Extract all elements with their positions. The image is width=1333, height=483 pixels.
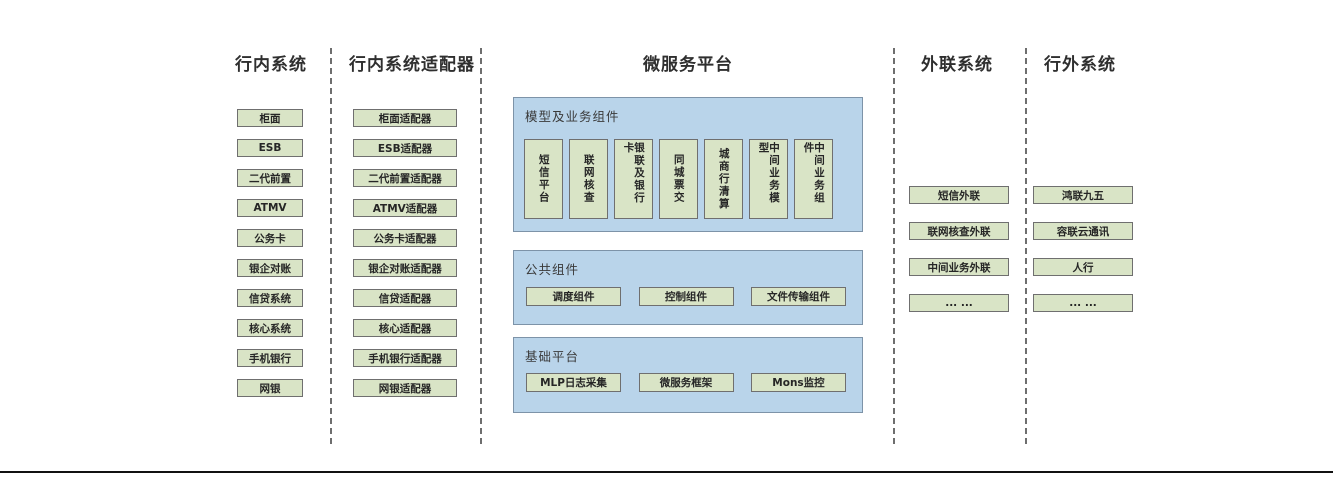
internal-system-box: 公务卡	[237, 229, 303, 247]
common-components-row: 调度组件控制组件文件传输组件	[526, 287, 846, 306]
internal-system-box: ESB	[237, 139, 303, 157]
column-divider-2	[480, 48, 482, 444]
column-header-external-link-systems: 外联系统	[921, 55, 993, 75]
base-platform-box: 微服务框架	[638, 373, 734, 392]
panel-label: 公共组件	[525, 262, 580, 277]
panel-common-components: 公共组件 调度组件控制组件文件传输组件	[513, 250, 863, 325]
adapter-box: 手机银行适配器	[353, 349, 457, 367]
outside-system-box: 人行	[1033, 258, 1133, 276]
internal-system-box: 银企对账	[237, 259, 303, 277]
internal-system-box: 二代前置	[237, 169, 303, 187]
outside-system-box: 鸿联九五	[1033, 186, 1133, 204]
external-link-box: 中间业务外联	[909, 258, 1009, 276]
panel-label: 模型及业务组件	[525, 109, 620, 124]
internal-system-box: 柜面	[237, 109, 303, 127]
outside-system-box: ... ...	[1033, 294, 1133, 312]
outside-systems-list: 鸿联九五容联云通讯人行 ... ...	[1033, 186, 1133, 330]
column-divider-3	[893, 48, 895, 444]
model-component-box: 短信平台	[524, 139, 563, 219]
external-link-box: 短信外联	[909, 186, 1009, 204]
adapter-box: 银企对账适配器	[353, 259, 457, 277]
model-component-box: 同城票交	[659, 139, 698, 219]
model-component-box: 中间业务组件	[794, 139, 833, 219]
adapter-box: 信贷适配器	[353, 289, 457, 307]
base-platform-row: MLP日志采集微服务框架 Mons监控	[526, 373, 846, 392]
common-component-box: 文件传输组件	[751, 287, 846, 306]
model-components-row: 短信平台联网核查银联及银行卡同城票交城商行清算中间业务模型中间业务组件	[524, 139, 839, 219]
base-platform-box: Mons监控	[751, 373, 846, 392]
adapter-box: 核心适配器	[353, 319, 457, 337]
column-header-outside-systems: 行外系统	[1044, 55, 1116, 75]
bottom-rule	[0, 471, 1333, 473]
adapter-box: 二代前置适配器	[353, 169, 457, 187]
external-link-box: 联网核查外联	[909, 222, 1009, 240]
internal-system-box: ATMV	[237, 199, 303, 217]
internal-adapters-list: 柜面适配器 ESB适配器二代前置适配器 ATMV适配器公务卡适配器银企对账适配器信贷…	[353, 109, 457, 409]
model-component-box: 银联及银行卡	[614, 139, 653, 219]
outside-system-box: 容联云通讯	[1033, 222, 1133, 240]
external-link-list: 短信外联联网核查外联中间业务外联 ... ...	[909, 186, 1009, 330]
column-header-microservice-platform: 微服务平台	[643, 55, 733, 75]
panel-label: 基础平台	[525, 349, 580, 364]
model-component-box: 中间业务模型	[749, 139, 788, 219]
internal-system-box: 核心系统	[237, 319, 303, 337]
base-platform-box: MLP日志采集	[526, 373, 621, 392]
adapter-box: 公务卡适配器	[353, 229, 457, 247]
column-divider-4	[1025, 48, 1027, 444]
adapter-box: ESB适配器	[353, 139, 457, 157]
panel-model-business-components: 模型及业务组件 短信平台联网核查银联及银行卡同城票交城商行清算中间业务模型中间业…	[513, 97, 863, 232]
column-header-internal-adapters: 行内系统适配器	[349, 55, 475, 75]
adapter-box: 网银适配器	[353, 379, 457, 397]
internal-system-box: 信贷系统	[237, 289, 303, 307]
adapter-box: 柜面适配器	[353, 109, 457, 127]
external-link-box: ... ...	[909, 294, 1009, 312]
adapter-box: ATMV适配器	[353, 199, 457, 217]
internal-system-box: 网银	[237, 379, 303, 397]
internal-systems-list: 柜面 ESB 二代前置 ATMV 公务卡银企对账信贷系统核心系统手机银行网银	[237, 109, 303, 409]
column-header-internal-systems: 行内系统	[235, 55, 307, 75]
column-divider-1	[330, 48, 332, 444]
common-component-box: 调度组件	[526, 287, 621, 306]
panel-base-platform: 基础平台 MLP日志采集微服务框架 Mons监控	[513, 337, 863, 413]
common-component-box: 控制组件	[638, 287, 734, 306]
internal-system-box: 手机银行	[237, 349, 303, 367]
model-component-box: 联网核查	[569, 139, 608, 219]
model-component-box: 城商行清算	[704, 139, 743, 219]
